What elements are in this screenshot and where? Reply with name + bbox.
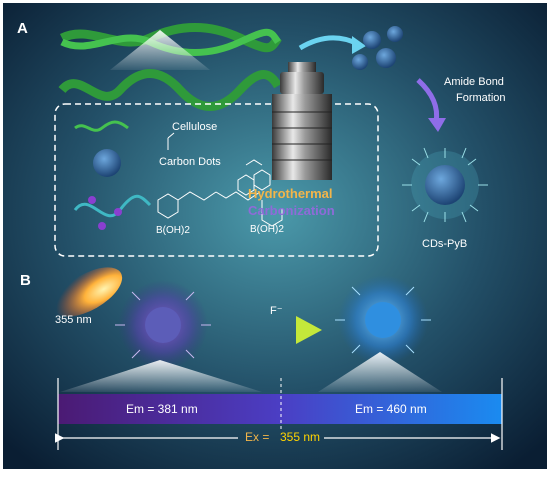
legend-cellulose-icon [74,120,129,132]
product-label: CDs-PyB [422,238,468,250]
reaction-arrow-head [296,316,322,344]
carbon-dot-cluster [352,26,403,70]
amide-line-2: Formation [456,92,506,104]
excitation-label: 355 nm [55,314,92,326]
emission-left-label: Em = 381 nm [126,402,198,416]
chem-boronic-1: B(OH)2 [156,225,190,236]
cd-after-ligands [335,286,431,354]
zoom-cone-left [60,360,262,392]
excitation-flame [53,267,123,317]
amide-line-1: Amide Bond [444,76,504,88]
hydrothermal-label: Hydrothermal [248,186,333,201]
cd-before [145,307,181,343]
legend-dashed-box [54,103,379,257]
arrow-to-amide-head [428,118,446,132]
zoom-cone-a [110,30,210,70]
cellulose-wave [58,69,282,111]
cds-pyb-particle [402,147,488,223]
cd-after [365,302,401,338]
analyte-label: F⁻ [270,305,283,317]
legend-carbon-dot-icon [93,149,121,177]
carbon-dots-label: Carbon Dots [159,156,221,168]
autoclave-reactor-icon [272,62,332,180]
chem-boronic-2: B(OH)2 [250,224,284,235]
carbonization-label: Carbonization [248,203,335,218]
cellulose-label: Cellulose [172,121,218,133]
emission-bar [58,394,502,424]
arrow-to-carbon-dots-head [352,36,366,54]
ex-label-prefix: Ex = [245,430,270,444]
cd-before-ligands [115,291,211,359]
ex-label-value: 355 nm [280,430,321,444]
zoom-cone-right [318,352,442,392]
boronic-acid-molecule [157,132,283,227]
emission-right-label: Em = 460 nm [355,402,427,416]
panel-a-label: A [17,20,28,37]
cellulose-chain-segment [73,194,152,230]
panel-b-label: B [20,272,31,289]
